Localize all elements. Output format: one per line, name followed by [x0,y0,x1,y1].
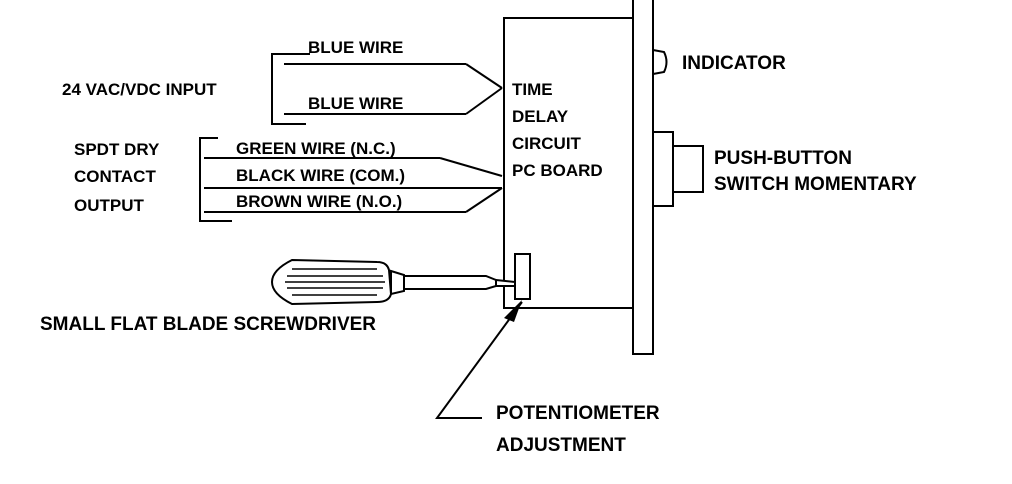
screwdriver-shaft [403,275,497,290]
push-button-bezel [652,131,674,207]
potentiometer-body [514,253,531,300]
switch-label-line1: PUSH-BUTTON [714,148,852,169]
blue-wire-pair [271,53,503,125]
blue-wire-top-label: BLUE WIRE [308,38,403,57]
spdt-wire-bundle [199,137,503,222]
potentiometer-label-line2: ADJUSTMENT [496,435,626,456]
green-wire-label: GREEN WIRE (N.C.) [236,139,396,158]
screwdriver-label: SMALL FLAT BLADE SCREWDRIVER [40,314,376,335]
screwdriver [270,258,516,306]
input-label: 24 VAC/VDC INPUT [62,80,217,99]
blue-wire-bottom-label: BLUE WIRE [308,94,403,113]
indicator-lamp [652,48,668,76]
indicator-label: INDICATOR [682,53,786,74]
board-label-line2: DELAY [512,107,569,126]
board-label-line4: PC BOARD [512,161,603,180]
black-wire-label: BLACK WIRE (COM.) [236,166,405,185]
contacts-label-line1: SPDT DRY [74,140,160,159]
push-button-cap [672,145,704,193]
board-label-line1: TIME [512,80,553,99]
contacts-label-line2: CONTACT [74,167,156,186]
contacts-label-line3: OUTPUT [74,196,145,215]
switch-label-line2: SWITCH MOMENTARY [714,174,917,195]
potentiometer-label-line1: POTENTIOMETER [496,403,660,424]
potentiometer-leader [435,300,523,419]
front-panel [632,0,654,355]
brown-wire-label: BROWN WIRE (N.O.) [236,192,402,211]
board-label-line3: CIRCUIT [512,134,582,153]
